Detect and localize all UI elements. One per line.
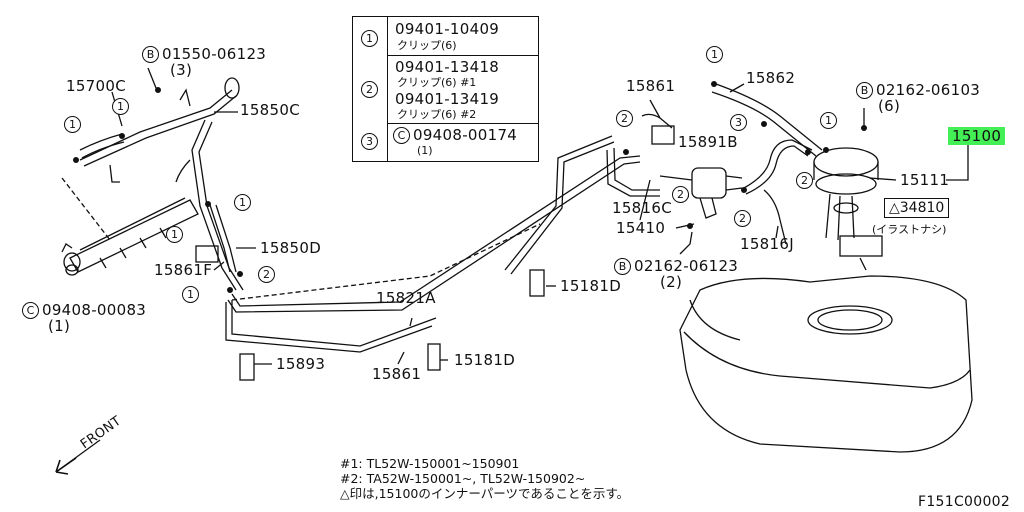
legend-row-2-code2: 09401-13419 bbox=[395, 90, 500, 108]
callout-3-icon: 3 bbox=[730, 114, 747, 131]
note-line-1: #1: TL52W-150001~150901 bbox=[340, 456, 520, 471]
legend-row-2-number: 2 bbox=[361, 81, 378, 98]
part-label-15893: 15893 bbox=[276, 355, 326, 373]
legend-row-3-number: 3 bbox=[361, 133, 378, 150]
callout-2-icon: 2 bbox=[796, 172, 813, 189]
legend-row-3-prefix: C bbox=[393, 127, 410, 144]
callout-1-icon: 1 bbox=[112, 98, 129, 115]
note-line-2: #2: TA52W-150001~, TL52W-150902~ bbox=[340, 471, 586, 486]
part-label-15861-bottom: 15861 bbox=[372, 365, 422, 383]
legend-row-3-sub: (1) bbox=[417, 144, 433, 157]
part-label-09408-00083: 09408-00083 bbox=[42, 301, 147, 319]
figure-id: F151C00002 bbox=[918, 494, 1011, 510]
legend-row-1-code: 09401-10409 bbox=[395, 20, 500, 38]
part-label-02162-06103: 02162-06103 bbox=[876, 81, 981, 99]
callout-c-icon: C bbox=[22, 302, 39, 319]
legend-row-3-code: 09408-00174 bbox=[413, 126, 518, 144]
part-qty-09408: (1) bbox=[48, 317, 71, 335]
callout-1-icon: 1 bbox=[182, 286, 199, 303]
part-label-15850d: 15850D bbox=[260, 239, 322, 257]
part-qty-01550: (3) bbox=[170, 61, 193, 79]
part-label-15861f: 15861F bbox=[154, 261, 213, 279]
callout-1-icon: 1 bbox=[166, 226, 183, 243]
legend-row-2-sub2: クリップ(6) #2 bbox=[397, 108, 477, 121]
part-label-15700c: 15700C bbox=[66, 77, 126, 95]
clip-legend-table: 1 09401-10409 クリップ(6) 2 09401-13418 クリップ… bbox=[352, 16, 539, 162]
callout-2-icon: 2 bbox=[616, 110, 633, 127]
part-label-15891b: 15891B bbox=[678, 133, 738, 151]
fuel-tank bbox=[679, 275, 973, 453]
fuel-pump bbox=[813, 147, 883, 271]
part-label-15181d-upper: 15181D bbox=[560, 277, 622, 295]
part-label-15816c: 15816C bbox=[612, 199, 672, 217]
part-qty-02162-06123: (2) bbox=[660, 273, 683, 291]
part-label-15181d-lower: 15181D bbox=[454, 351, 516, 369]
part-label-02162-06123: 02162-06123 bbox=[634, 257, 739, 275]
part-label-15850c: 15850C bbox=[240, 101, 300, 119]
legend-row-2-code: 09401-13418 bbox=[395, 58, 500, 76]
legend-row-1-sub: クリップ(6) bbox=[397, 39, 457, 52]
callout-1-icon: 1 bbox=[706, 46, 723, 63]
callout-1-icon: 1 bbox=[64, 116, 81, 133]
part-label-15111: 15111 bbox=[900, 171, 950, 189]
part-label-34810: △34810 bbox=[884, 198, 950, 218]
part-label-15410: 15410 bbox=[616, 219, 666, 237]
legend-row-2-sub: クリップ(6) #1 bbox=[397, 76, 477, 89]
callout-2-icon: 2 bbox=[258, 266, 275, 283]
callout-b-icon: B bbox=[142, 46, 159, 63]
part-label-15861-top: 15861 bbox=[626, 77, 676, 95]
note-line-3: △印は,15100のインナーパーツであることを示す。 bbox=[340, 486, 630, 501]
part-note-34810: (イラストナシ) bbox=[872, 223, 947, 236]
callout-2-icon: 2 bbox=[672, 186, 689, 203]
part-label-15862: 15862 bbox=[746, 69, 796, 87]
callout-b-icon: B bbox=[856, 82, 873, 99]
part-label-15100[interactable]: 15100 bbox=[948, 127, 1006, 145]
part-label-15821a: 15821A bbox=[376, 289, 436, 307]
part-label-01550-06123: 01550-06123 bbox=[162, 45, 267, 63]
callout-1-icon: 1 bbox=[820, 112, 837, 129]
legend-row-1-number: 1 bbox=[361, 30, 378, 47]
part-qty-02162-06103: (6) bbox=[878, 97, 901, 115]
part-label-15816j: 15816J bbox=[740, 235, 794, 253]
callout-b-icon: B bbox=[614, 258, 631, 275]
callout-1-icon: 1 bbox=[234, 194, 251, 211]
callout-2-icon: 2 bbox=[734, 210, 751, 227]
fuel-filter bbox=[659, 167, 743, 219]
fuel-rail bbox=[61, 197, 199, 276]
